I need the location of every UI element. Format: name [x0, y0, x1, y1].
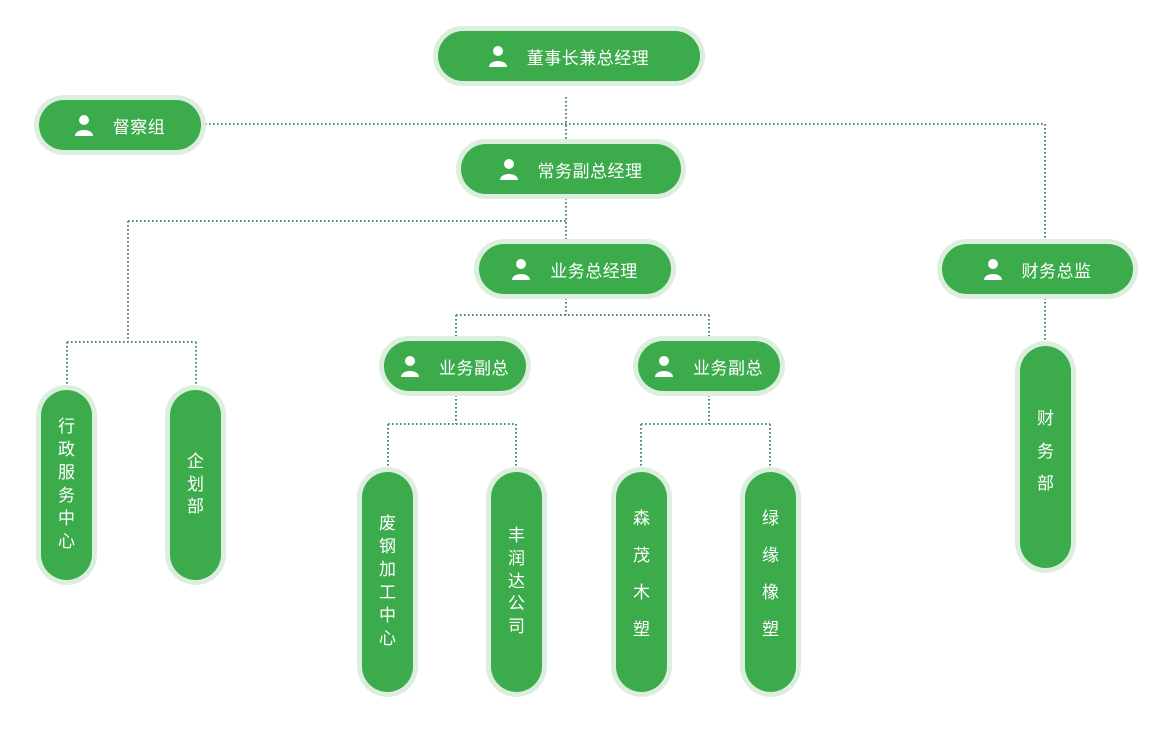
label-char: 加	[379, 560, 396, 581]
node-scrap-steel-center: 废钢加工中心	[362, 472, 413, 692]
label-char: 企	[187, 451, 204, 472]
label-char: 茂	[633, 546, 650, 567]
label-char: 中	[379, 605, 396, 626]
label-char: 达	[508, 571, 525, 592]
label-char: 行	[58, 417, 75, 438]
person-icon	[655, 356, 673, 377]
node-label: 企划部	[187, 451, 204, 520]
person-icon	[74, 115, 93, 136]
label-char: 部	[1037, 474, 1054, 495]
node-label: 行政服务中心	[58, 416, 75, 554]
label-char: 塑	[633, 619, 650, 640]
label-char: 心	[379, 628, 396, 649]
label-char: 务	[1037, 441, 1054, 462]
node-supervision: 督察组	[39, 100, 201, 150]
node-label: 董事长兼总经理	[526, 48, 650, 69]
label-char: 钢	[379, 537, 396, 558]
label-char: 划	[187, 474, 204, 495]
label-char: 部	[187, 497, 204, 518]
node-senmao-wood-plastic: 森茂木塑	[616, 472, 667, 692]
person-icon	[401, 356, 419, 377]
label-char: 务	[58, 486, 75, 506]
node-lvyuan-rubber-plastic: 绿缘橡塑	[745, 472, 796, 692]
node-fengrunda-company: 丰润达公司	[491, 472, 542, 692]
node-business-gm: 业务总经理	[479, 244, 671, 294]
person-icon	[488, 46, 507, 67]
label-char: 服	[58, 463, 75, 484]
node-label: 财务部	[1037, 408, 1054, 507]
node-label: 丰润达公司	[508, 525, 525, 640]
person-icon	[512, 259, 531, 280]
node-label: 绿缘橡塑	[762, 508, 779, 656]
node-admin-center: 行政服务中心	[41, 390, 92, 580]
person-icon	[983, 259, 1002, 280]
node-label: 废钢加工中心	[379, 513, 396, 651]
label-char: 丰	[508, 525, 525, 546]
node-finance-director: 财务总监	[942, 244, 1133, 294]
node-business-deputy-1: 业务副总	[384, 341, 526, 391]
node-finance-dept: 财务部	[1020, 346, 1071, 568]
node-label: 业务副总	[693, 358, 763, 379]
node-chairman: 董事长兼总经理	[438, 31, 700, 81]
node-business-deputy-2: 业务副总	[638, 341, 780, 391]
label-char: 中	[58, 508, 75, 529]
label-char: 财	[1037, 408, 1054, 429]
person-icon	[499, 159, 518, 180]
node-exec-deputy: 常务副总经理	[461, 144, 681, 194]
label-char: 心	[58, 531, 75, 552]
node-label: 业务总经理	[550, 261, 638, 282]
node-label: 督察组	[112, 117, 166, 138]
label-char: 政	[58, 440, 75, 461]
label-char: 绿	[762, 509, 779, 530]
label-char: 木	[633, 583, 650, 603]
node-planning-dept: 企划部	[170, 390, 221, 580]
label-char: 缘	[762, 546, 779, 567]
node-label: 森茂木塑	[633, 508, 650, 656]
node-label: 财务总监	[1021, 261, 1092, 282]
label-char: 森	[633, 509, 650, 530]
label-char: 司	[508, 617, 525, 638]
label-char: 橡	[762, 583, 779, 603]
node-label: 常务副总经理	[537, 161, 643, 182]
label-char: 润	[508, 548, 525, 569]
node-label: 业务副总	[439, 358, 509, 379]
label-char: 塑	[762, 619, 779, 640]
label-char: 废	[379, 514, 396, 535]
label-char: 公	[508, 594, 525, 615]
label-char: 工	[379, 583, 396, 603]
